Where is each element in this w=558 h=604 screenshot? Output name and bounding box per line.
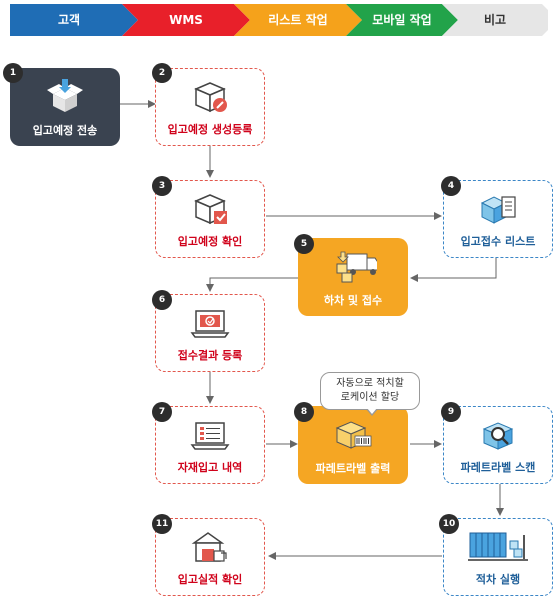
step-number: 5 [294,234,314,254]
lane-label: 비고 [483,13,507,27]
step-1-inbound-transmit: 입고예정 전송 [10,68,120,146]
step-9-pallet-label-scan: 파레트라벨 스캔 [443,406,553,484]
step-label: 파레트라벨 스캔 [460,461,536,474]
step-label: 입고접수 리스트 [460,235,536,248]
step-label: 입고예정 확인 [177,235,243,248]
lane-label: 고객 [57,13,81,27]
step-label: 자재입고 내역 [177,461,243,474]
step-2-create-register: 입고예정 생성등록 [155,68,265,146]
step-label: 입고예정 생성등록 [167,123,253,136]
step-label: 입고실적 확인 [177,573,243,586]
open-box-download-icon [47,79,83,112]
lane-wms: WMS [122,4,250,36]
box-check-icon [194,194,227,225]
box-barcode-icon [335,421,372,449]
step-number: 10 [439,514,459,534]
step-number: 9 [441,402,461,422]
step-number: 2 [152,63,172,83]
lane-label: 리스트 작업 [268,13,328,27]
step-number: 11 [152,514,172,534]
lane-label: 모바일 작업 [372,13,432,27]
lane-customer: 고객 [10,4,138,36]
step-11-result-confirm: 입고실적 확인 [155,518,265,596]
step-label: 접수결과 등록 [177,349,243,362]
note-line-1: 자동으로 적치할 [336,378,404,389]
container-loading-icon [468,532,528,561]
note-line-2: 로케이션 할당 [340,392,400,403]
step-number: 4 [441,176,461,196]
step-8-pallet-label-print: 파레트라벨 출력 [298,406,408,484]
box-scan-icon [482,422,514,450]
note-bubble-tail-fill [367,408,377,414]
step-number: 7 [152,402,172,422]
lane-label: WMS [169,13,203,27]
lane-list-work: 리스트 작업 [234,4,362,36]
step-7-material-history: 자재입고 내역 [155,406,265,484]
step-5-unload-receive: 하차 및 접수 [298,238,408,316]
box-list-icon [480,196,516,224]
step-number: 3 [152,176,172,196]
step-number: 6 [152,290,172,310]
arrow-5-6 [206,277,298,292]
warehouse-icon [191,532,227,562]
step-label: 적차 실행 [475,573,521,586]
step-number: 8 [294,402,314,422]
step-number: 1 [3,63,23,83]
step-3-confirm: 입고예정 확인 [155,180,265,258]
arrow-4-5 [410,258,497,282]
lane-remarks: 비고 [442,4,548,36]
laptop-list-icon [190,422,230,450]
step-10-stacking-execute: 적차 실행 [443,518,553,596]
step-label: 하차 및 접수 [323,294,383,307]
step-6-result-register: 접수결과 등록 [155,294,265,372]
step-4-receipt-list: 입고접수 리스트 [443,180,553,258]
note-bubble: 자동으로 적치할 로케이션 할당 [320,372,420,410]
step-label: 입고예정 전송 [32,124,98,137]
box-edit-icon [194,82,227,113]
truck-unload-icon [336,251,377,283]
laptop-check-icon [190,310,230,338]
lane-mobile-work: 모바일 작업 [346,4,458,36]
step-label: 파레트라벨 출력 [315,462,391,475]
